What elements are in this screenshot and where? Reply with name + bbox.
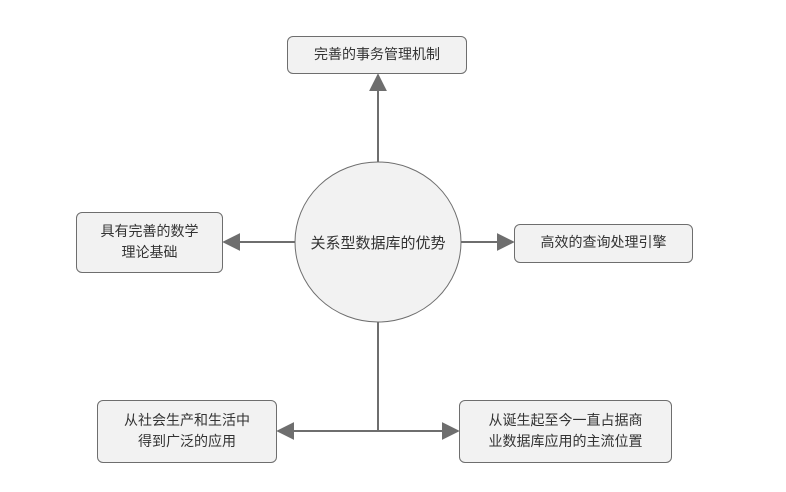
node-top: 完善的事务管理机制 xyxy=(287,36,467,74)
node-bottom-left-line-2: 得到广泛的应用 xyxy=(138,433,236,450)
node-bottom-left: 从社会生产和生活中 得到广泛的应用 xyxy=(97,400,277,463)
node-left: 具有完善的数学 理论基础 xyxy=(76,212,223,273)
node-bottom-right: 从诞生起至今一直占据商 业数据库应用的主流位置 xyxy=(459,400,672,463)
node-bottom-left-line-1: 从社会生产和生活中 xyxy=(124,412,250,429)
node-top-text: 完善的事务管理机制 xyxy=(314,46,440,63)
node-right: 高效的查询处理引擎 xyxy=(514,224,693,263)
node-left-line-2: 理论基础 xyxy=(121,244,178,261)
node-right-text: 高效的查询处理引擎 xyxy=(540,235,667,251)
node-bottom-right-line-2: 业数据库应用的主流位置 xyxy=(488,433,643,450)
node-left-line-1: 具有完善的数学 xyxy=(100,223,199,240)
center-circle xyxy=(294,161,462,323)
node-bottom-right-line-1: 从诞生起至今一直占据商 xyxy=(488,412,643,429)
